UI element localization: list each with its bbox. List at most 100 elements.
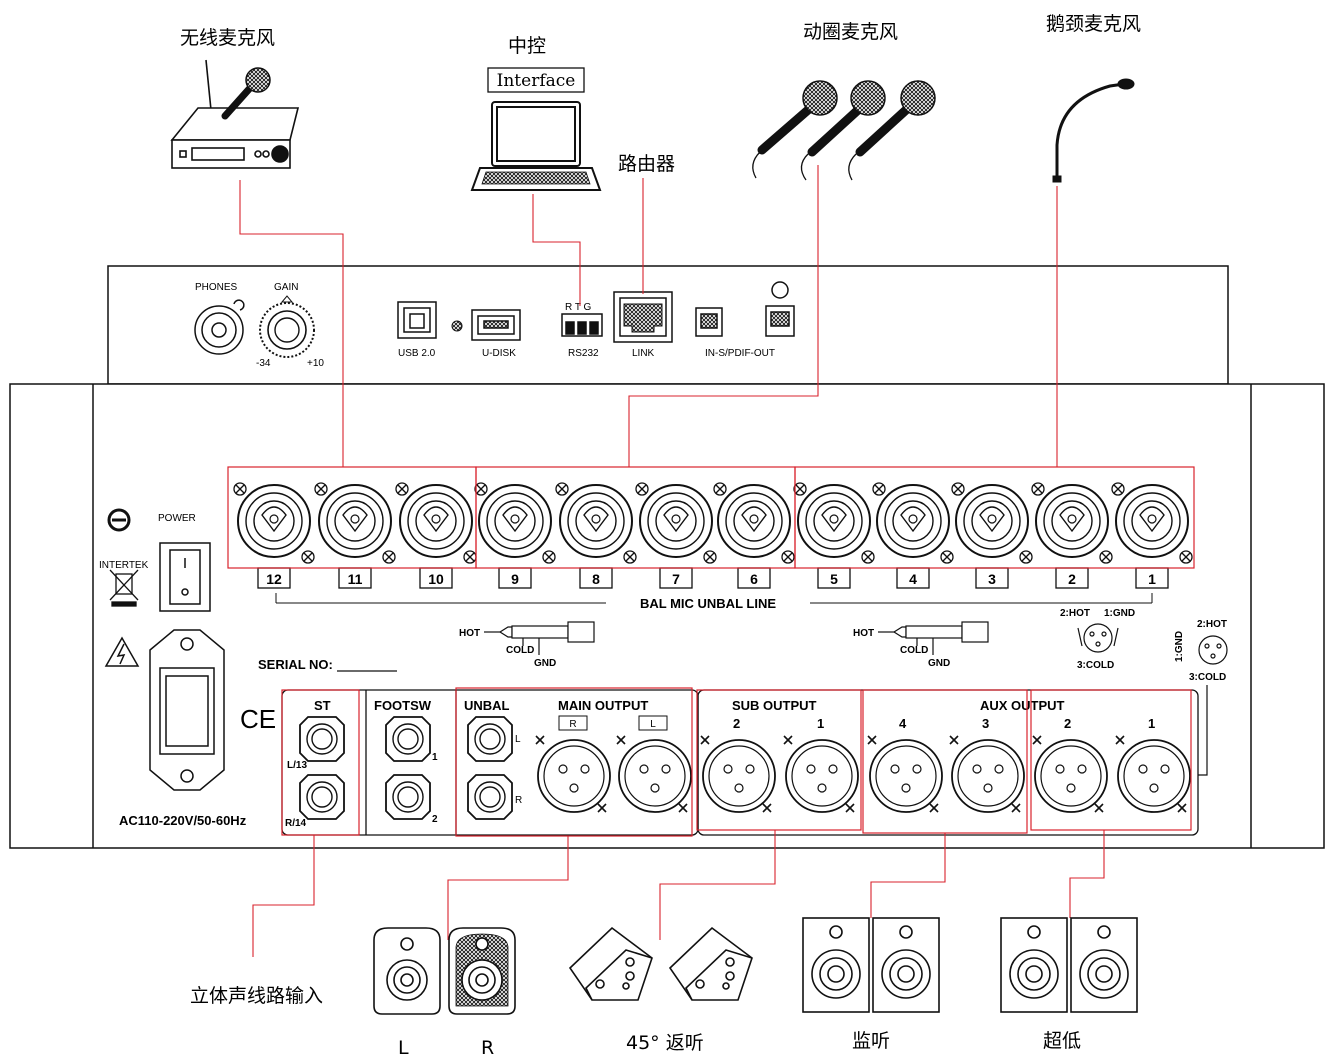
- aux-4-xlr[interactable]: [869, 739, 943, 813]
- aux-3-label: 3: [982, 716, 989, 731]
- channel-label: 3: [975, 567, 1009, 589]
- xlr-gnd-label: 1:GND: [1104, 608, 1135, 619]
- st-l-jack[interactable]: [299, 716, 345, 762]
- xlr-cold-label: 3:COLD: [1077, 660, 1114, 671]
- screw-icon: [703, 550, 717, 564]
- speaker-r-label: R: [481, 1037, 494, 1059]
- screw-icon: [1099, 550, 1113, 564]
- channel-label: 5: [817, 567, 851, 589]
- unbal-r-jack[interactable]: [467, 774, 513, 820]
- screw-icon: [623, 550, 637, 564]
- channel-number: 6: [750, 571, 758, 587]
- screw-icon: [1031, 482, 1045, 496]
- screw-icon: [861, 550, 875, 564]
- latch-x-icon: [1011, 803, 1021, 813]
- combo-input-11[interactable]: [318, 484, 392, 558]
- screw-icon: [463, 550, 477, 564]
- xlr-outputs: [535, 735, 1191, 813]
- channel-number: 12: [266, 571, 282, 587]
- spdif-label: IN-S/PDIF-OUT: [705, 348, 775, 359]
- cold-label: COLD: [506, 645, 534, 656]
- sub-output-label: SUB OUTPUT: [732, 698, 817, 713]
- subwoofer-icon: [1000, 917, 1138, 1013]
- udisk-port[interactable]: [471, 309, 521, 341]
- latch-x-icon: [845, 803, 855, 813]
- ce-mark: CE: [240, 704, 276, 734]
- footsw-1-jack[interactable]: [385, 716, 431, 762]
- combo-input-3[interactable]: [955, 484, 1029, 558]
- combo-input-12[interactable]: [237, 484, 311, 558]
- latch-x-icon: [1177, 803, 1187, 813]
- channel-label: 6: [737, 567, 771, 589]
- laptop-icon: [470, 101, 602, 191]
- combo-input-4[interactable]: [876, 484, 950, 558]
- aux-4-label: 4: [899, 716, 907, 731]
- footsw-2-jack[interactable]: [385, 774, 431, 820]
- channel-number: 5: [830, 571, 838, 587]
- gain-knob[interactable]: [259, 295, 315, 358]
- aux-1-xlr[interactable]: [1117, 739, 1191, 813]
- latch-x-icon: [949, 735, 959, 745]
- latch-x-icon: [762, 803, 772, 813]
- channel-label: 9: [498, 567, 532, 589]
- sub-2-xlr[interactable]: [702, 739, 776, 813]
- ac-power-inlet[interactable]: [149, 629, 225, 791]
- combo-input-5[interactable]: [797, 484, 871, 558]
- power-label: POWER: [158, 513, 196, 524]
- channel-number: 7: [672, 571, 680, 587]
- rs232-label: RS232: [568, 348, 599, 359]
- channel-label: 1: [1135, 567, 1169, 589]
- st-r-label: R/14: [285, 818, 307, 829]
- st-r-jack[interactable]: [299, 774, 345, 820]
- rs232-terminal[interactable]: [561, 313, 603, 337]
- combo-input-7[interactable]: [639, 484, 713, 558]
- sub-1-label: 1: [817, 716, 824, 731]
- gain-min-label: -34: [256, 358, 271, 369]
- usb-label: USB 2.0: [398, 348, 436, 359]
- latch-x-icon: [929, 803, 939, 813]
- udisk-label: U-DISK: [482, 348, 516, 359]
- channel-number: 10: [428, 571, 444, 587]
- usb-port[interactable]: [397, 301, 437, 339]
- main-l-xlr[interactable]: [618, 739, 692, 813]
- combo-input-2[interactable]: [1035, 484, 1109, 558]
- aux-3-xlr[interactable]: [951, 739, 1025, 813]
- xlr-gnd-label-2: 1:GND: [1174, 631, 1185, 662]
- latch-x-icon: [1115, 735, 1125, 745]
- combo-input-9[interactable]: [478, 484, 552, 558]
- screw-icon: [542, 550, 556, 564]
- power-switch[interactable]: [159, 542, 211, 612]
- screw-icon: [635, 482, 649, 496]
- ac-voltage-label: AC110-220V/50-60Hz: [119, 813, 247, 828]
- spdif-in-port[interactable]: [695, 307, 723, 337]
- spdif-out-port[interactable]: [765, 281, 795, 337]
- output-jacks: [299, 716, 513, 820]
- monitor-speakers-icon: [802, 917, 940, 1013]
- serial-label: SERIAL NO:: [258, 657, 333, 672]
- subwoofer-label: 超低: [1043, 1030, 1081, 1052]
- combo-input-8[interactable]: [559, 484, 633, 558]
- combo-input-1[interactable]: [1115, 484, 1189, 558]
- footsw-label: FOOTSW: [374, 698, 432, 713]
- unbal-l-jack[interactable]: [467, 716, 513, 762]
- dynamic-mic-label: 动圈麦克风: [803, 21, 898, 43]
- phones-jack[interactable]: [194, 299, 245, 355]
- sub-1-xlr[interactable]: [785, 739, 859, 813]
- latch-x-icon: [535, 735, 545, 745]
- wireless-mic-label: 无线麦克风: [180, 27, 275, 49]
- combo-input-10[interactable]: [399, 484, 473, 558]
- combo-input-6[interactable]: [717, 484, 791, 558]
- screw-icon: [395, 482, 409, 496]
- channel-label: 8: [579, 567, 613, 589]
- channel-label: 12: [257, 567, 291, 589]
- unbal-r-label: R: [515, 795, 522, 806]
- main-r-xlr[interactable]: [537, 739, 611, 813]
- channel-label: 10: [419, 567, 453, 589]
- rtg-label: R T G: [565, 302, 592, 313]
- ethernet-port[interactable]: [613, 291, 673, 343]
- aux-2-xlr[interactable]: [1034, 739, 1108, 813]
- unbal-label: UNBAL: [464, 698, 510, 713]
- fs-1-label: 1: [432, 752, 438, 763]
- latch-x-icon: [867, 735, 877, 745]
- gooseneck-mic-icon: [1052, 78, 1135, 183]
